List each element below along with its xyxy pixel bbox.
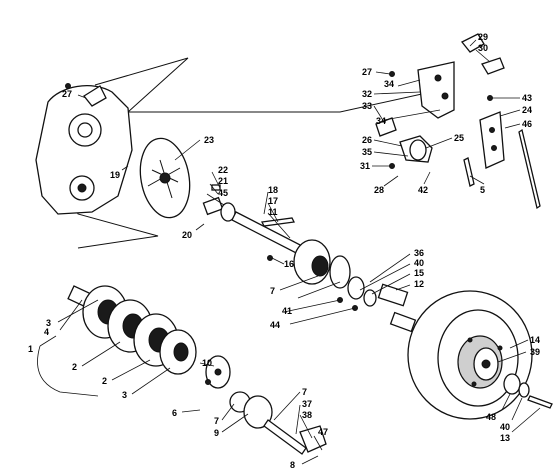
callout-38-lower: 38	[302, 410, 312, 420]
assembly-outline-top	[94, 57, 189, 113]
callout-4: 4	[44, 327, 49, 337]
driven-pulley	[407, 290, 553, 420]
callout-13: 13	[500, 433, 510, 443]
callout-22: 22	[218, 165, 228, 175]
callout-19: 19	[110, 170, 120, 180]
callout-9: 9	[214, 428, 219, 438]
callout-43: 43	[522, 93, 532, 103]
callout-8: 8	[290, 460, 295, 470]
callout-15: 15	[414, 268, 424, 278]
callout-33: 33	[362, 101, 372, 111]
callout-5: 5	[480, 185, 485, 195]
callout-23: 23	[204, 135, 214, 145]
callout-1: 1	[28, 344, 33, 354]
drive-clutch-stack	[67, 285, 197, 375]
callout-21: 21	[218, 176, 228, 186]
callout-30: 30	[478, 43, 488, 53]
callout-28: 28	[374, 185, 384, 195]
callout-36: 36	[414, 248, 424, 258]
bracket-assembly	[375, 33, 541, 210]
callout-40-lower: 40	[500, 422, 510, 432]
callout-24: 24	[522, 105, 532, 115]
callout-41: 41	[282, 306, 292, 316]
callout-26: 26	[362, 135, 372, 145]
bearing-parts	[202, 184, 236, 222]
callout-45: 45	[218, 188, 228, 198]
callout-44: 44	[270, 320, 280, 330]
assembly-outline-right	[128, 89, 441, 113]
callout-12: 12	[414, 279, 424, 289]
callout-25: 25	[454, 133, 464, 143]
callout-2-left: 2	[72, 362, 77, 372]
chaincase-housing	[35, 83, 133, 215]
callout-20: 20	[182, 230, 192, 240]
callout-3-upper: 3	[46, 318, 51, 328]
callout-2-right: 2	[102, 376, 107, 386]
callout-14: 14	[530, 335, 540, 345]
callout-34-upper: 34	[384, 79, 394, 89]
callout-42: 42	[418, 185, 428, 195]
callout-31: 31	[360, 161, 370, 171]
callout-46: 46	[522, 119, 532, 129]
callout-18: 18	[268, 185, 278, 195]
leader-lines	[37, 39, 541, 465]
callout-29: 29	[478, 32, 488, 42]
callout-3-lower: 3	[122, 390, 127, 400]
callout-7-center: 7	[270, 286, 275, 296]
callout-35: 35	[362, 147, 372, 157]
callout-27-upper: 27	[362, 67, 372, 77]
cover-plate	[139, 137, 191, 219]
callout-37: 37	[302, 399, 312, 409]
callout-10: 10	[202, 358, 212, 368]
callout-39: 39	[530, 347, 540, 357]
callout-11: 11	[268, 207, 278, 217]
callout-48: 48	[486, 412, 496, 422]
callout-32: 32	[362, 89, 372, 99]
center-hub-assembly	[267, 239, 417, 333]
callout-7-lower-right: 7	[302, 387, 307, 397]
callout-7-lower-left: 7	[214, 416, 219, 426]
callout-labels: 27 23 22 21 45 19 20 18 17 11 16 7 41 44…	[28, 32, 540, 470]
callout-27: 27	[62, 89, 72, 99]
callout-16: 16	[284, 259, 294, 269]
callout-40-upper: 40	[414, 258, 424, 268]
callout-47: 47	[318, 427, 328, 437]
callout-17: 17	[268, 196, 278, 206]
callout-34-lower: 34	[376, 116, 386, 126]
callout-6: 6	[172, 408, 177, 418]
